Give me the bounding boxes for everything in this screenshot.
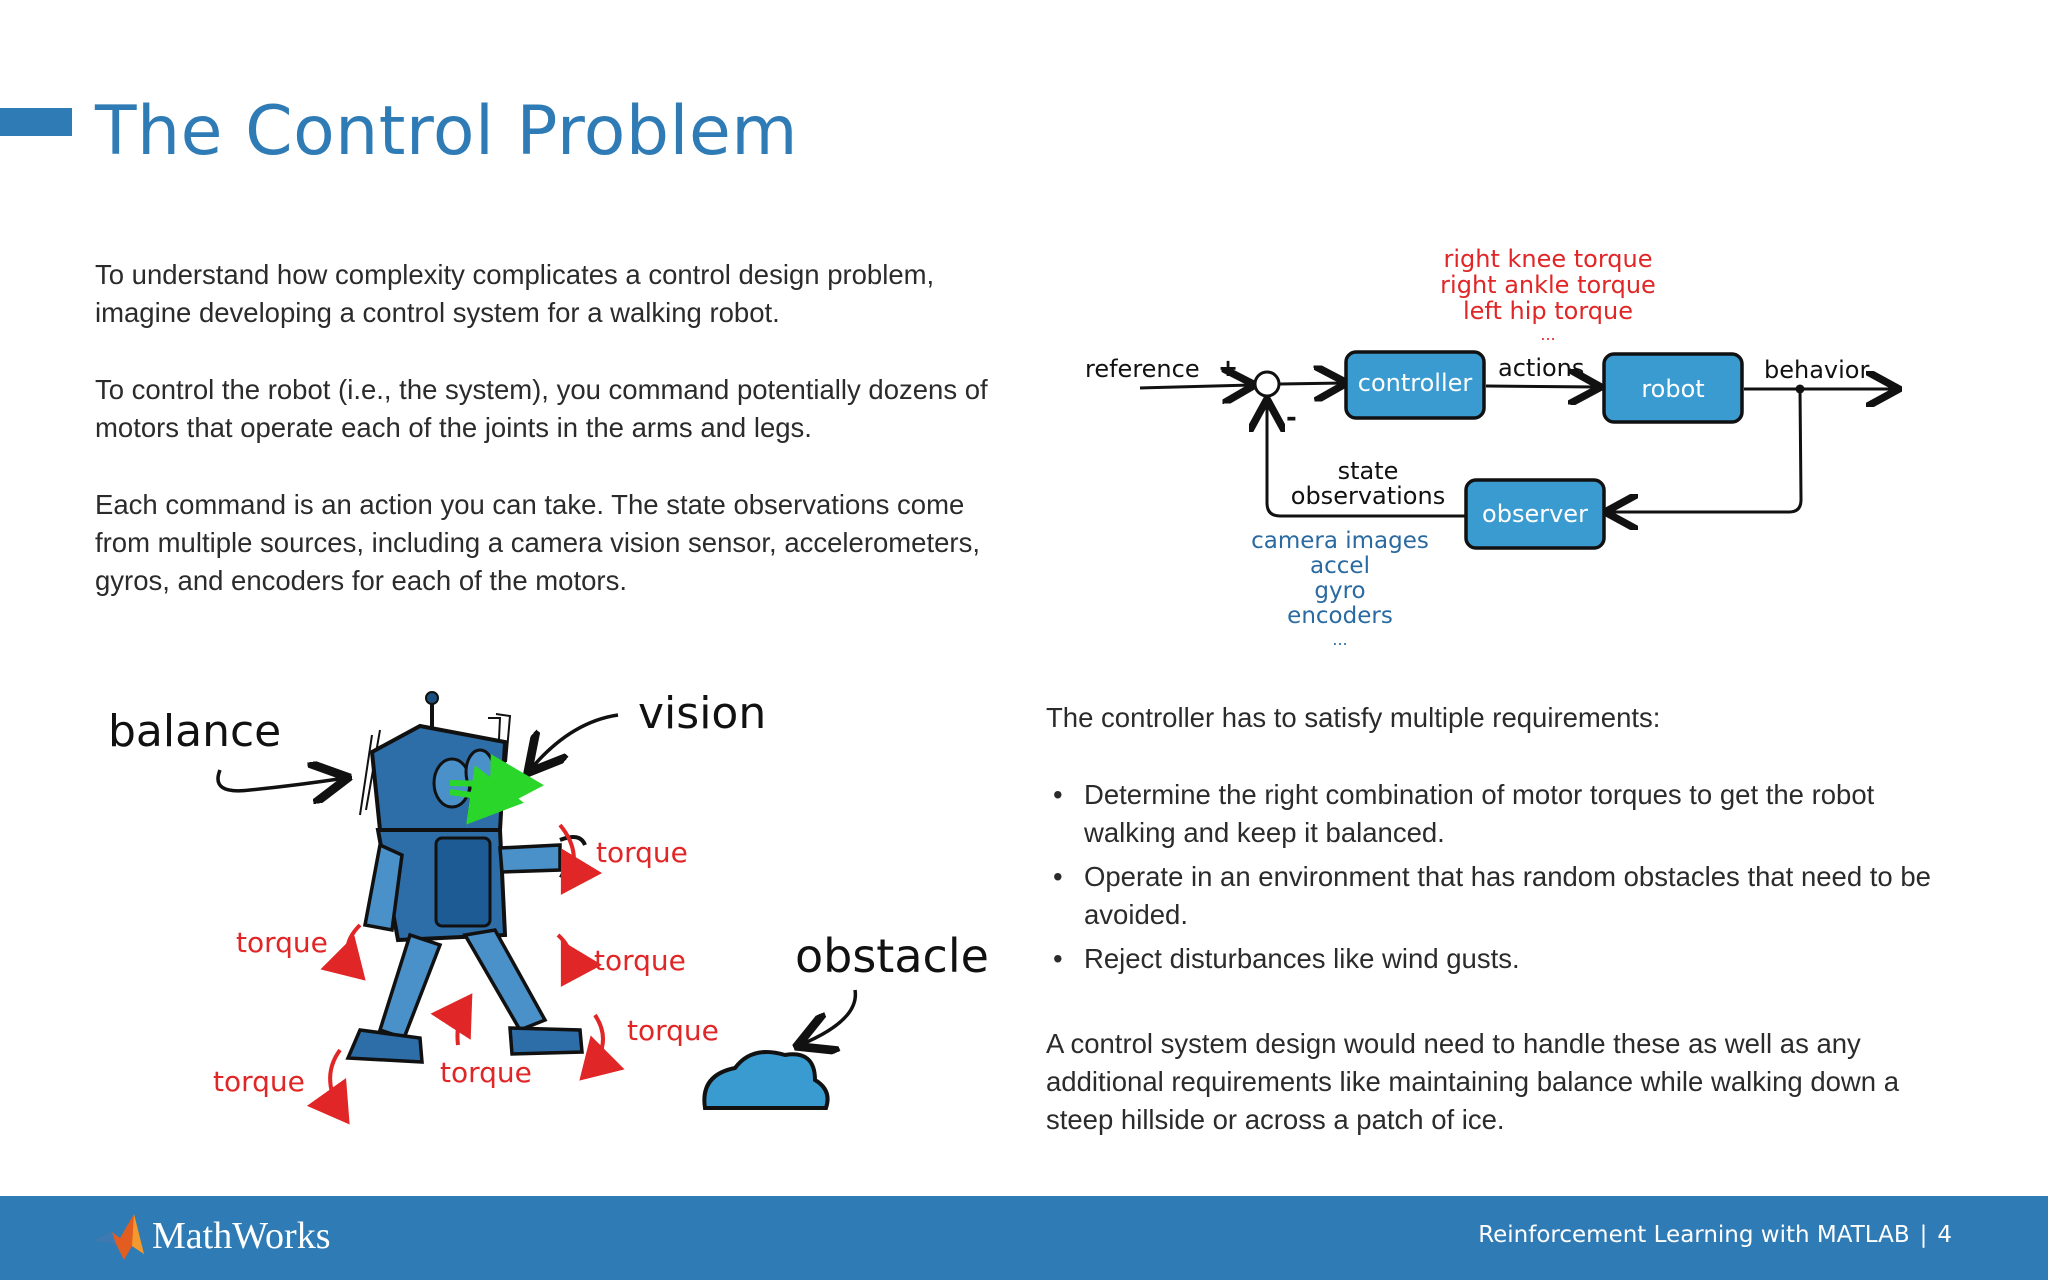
antenna-tip — [425, 691, 439, 705]
feedback-to-observer-arrow — [1608, 388, 1803, 512]
page-number: 4 — [1937, 1222, 1952, 1248]
torque-label-arm: torque — [596, 836, 688, 869]
walking-robot-illustration: balance vision — [108, 688, 989, 1125]
torque-label-ankle: torque — [627, 1014, 719, 1047]
torque-arrows — [306, 823, 625, 1125]
sensor-list: camera images accel gyro encoders ... — [1251, 528, 1429, 649]
torque-item: left hip torque — [1463, 297, 1633, 325]
reference-label: reference — [1085, 355, 1200, 383]
obstacle-label: obstacle — [795, 929, 989, 983]
robot-label: robot — [1641, 375, 1704, 403]
left-leg — [377, 932, 443, 1041]
intro-paragraph: To understand how complexity complicates… — [95, 259, 935, 328]
closing-paragraph: A control system design would need to ha… — [1046, 1028, 1899, 1135]
page-title: The Control Problem — [95, 92, 799, 171]
observations-paragraph: Each command is an action you can take. … — [95, 489, 980, 596]
right-leg — [462, 928, 548, 1033]
vision-ray-bottom — [449, 765, 524, 825]
controller-block — [1344, 350, 1486, 420]
observer-block — [1464, 478, 1606, 550]
list-item: Reject disturbances like wind gusts. — [1046, 940, 1946, 978]
vision-ray-top — [449, 753, 544, 814]
torque-item: ... — [1540, 325, 1555, 344]
control-loop-diagram: right knee torque right ankle torque lef… — [108, 245, 2048, 1125]
vision-label: vision — [638, 688, 766, 739]
motors-paragraph: To control the robot (i.e., the system),… — [95, 374, 988, 443]
footer-bar: MathWorks Reinforcement Learning with MA… — [0, 1196, 2048, 1280]
balance-arrow — [216, 770, 345, 791]
behavior-label: behavior — [1764, 356, 1869, 384]
torque-item: right ankle torque — [1440, 271, 1656, 299]
requirements-intro: The controller has to satisfy multiple r… — [1046, 702, 1661, 733]
left-foot — [345, 1028, 424, 1064]
obstacle-rock — [702, 1050, 830, 1110]
requirements-list: Determine the right combination of motor… — [1046, 776, 1946, 984]
observations-arrow — [1267, 402, 1466, 518]
observations-label: observations — [1291, 482, 1445, 510]
title-accent-bar — [0, 108, 72, 136]
sum-junction — [1253, 370, 1281, 398]
plus-sign: + — [1218, 354, 1238, 382]
controller-label: controller — [1358, 369, 1473, 397]
left-arm — [362, 842, 404, 933]
list-item: Determine the right combination of motor… — [1046, 776, 1946, 852]
actions-arrow — [1485, 386, 1598, 387]
torque-item: right knee torque — [1443, 245, 1652, 273]
sensor-item: accel — [1310, 553, 1370, 579]
sensor-item: gyro — [1314, 578, 1365, 604]
vision-arrow — [530, 713, 619, 770]
chest-panel — [434, 836, 492, 928]
robot-block — [1602, 352, 1744, 424]
sensor-item: ... — [1332, 630, 1347, 649]
actions-label: actions — [1498, 354, 1584, 382]
mathworks-logo-icon — [96, 1214, 144, 1260]
torque-label-foot: torque — [213, 1065, 305, 1098]
torque-label-shin: torque — [440, 1056, 532, 1089]
obstacle-arrow — [800, 989, 858, 1045]
course-title: Reinforcement Learning with MATLAB — [1478, 1222, 1910, 1248]
torque-label-hip: torque — [236, 926, 328, 959]
reference-arrow — [1139, 385, 1252, 388]
sensor-item: encoders — [1287, 603, 1393, 629]
state-label: state — [1338, 457, 1399, 485]
minus-sign: - — [1286, 403, 1297, 433]
sensor-item: camera images — [1251, 528, 1429, 554]
brand-name: MathWorks — [152, 1215, 331, 1257]
separator: | — [1919, 1222, 1928, 1248]
junction-to-controller-arrow — [1279, 383, 1344, 384]
torque-label-knee: torque — [594, 944, 686, 977]
balance-label: balance — [108, 706, 281, 757]
right-eye — [464, 748, 496, 796]
list-item: Operate in an environment that has rando… — [1046, 858, 1946, 934]
torque-labels: torque torque torque torque torque torqu… — [213, 836, 719, 1098]
footer-course-info: Reinforcement Learning with MATLAB | 4 — [1478, 1222, 1952, 1248]
observer-label: observer — [1482, 500, 1588, 528]
right-arm — [498, 843, 562, 874]
right-foot — [508, 1026, 584, 1056]
torque-list: right knee torque right ankle torque lef… — [1440, 245, 1656, 344]
